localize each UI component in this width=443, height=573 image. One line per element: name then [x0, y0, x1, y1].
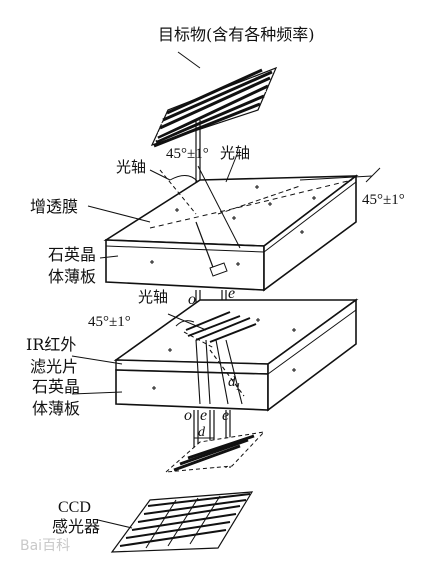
d1-label: d1 — [228, 374, 241, 393]
angle-top-label: 45°±1° — [166, 146, 209, 162]
optic-axis-mid-label: 光轴 — [138, 288, 168, 306]
watermark: Bai百科 — [20, 538, 70, 554]
ar-coating-label: 增透膜 — [30, 197, 78, 216]
e-mid-label: e — [228, 285, 235, 302]
quartz-bottom-label-line2: 体薄板 — [32, 399, 80, 418]
ir-filter-label-line1: IR红外 — [26, 335, 76, 354]
d1-main: d — [228, 374, 236, 390]
d1-subscript: 1 — [236, 382, 241, 393]
quartz-top-label-line1: 石英晶 — [48, 245, 96, 264]
leader-lines — [71, 151, 239, 529]
optic-axis-top-left-label: 光轴 — [116, 158, 146, 176]
angle-right-label: 45°±1° — [362, 192, 405, 208]
d-low-label: d — [198, 425, 206, 440]
angle-mid-label: 45°±1° — [88, 314, 131, 330]
quartz-plate-bottom — [113, 298, 359, 412]
optic-axis-top-right-label: 光轴 — [220, 144, 250, 162]
o-low-label: o — [184, 407, 192, 424]
target-leader — [177, 51, 201, 69]
ccd-sensor — [110, 491, 254, 553]
quartz-plate-top — [103, 174, 359, 292]
e-low-label-2: e — [222, 407, 229, 424]
o-mid-label: o — [188, 291, 196, 308]
ccd-label-line2: 感光器 — [52, 517, 100, 536]
e-low-label-1: e — [200, 407, 207, 424]
quartz-bottom-label-line1: 石英晶 — [32, 377, 80, 396]
ccd-label-line1: CCD — [58, 499, 91, 516]
target-label: 目标物(含有各种频率) — [158, 25, 315, 44]
projected-pattern — [164, 431, 266, 473]
optic-axis-top-left — [159, 165, 241, 249]
quartz-top-label-line2: 体薄板 — [48, 267, 96, 286]
ir-filter-label-line2: 滤光片 — [30, 357, 78, 376]
target-object — [150, 66, 278, 148]
angle-marker-right — [217, 167, 381, 215]
